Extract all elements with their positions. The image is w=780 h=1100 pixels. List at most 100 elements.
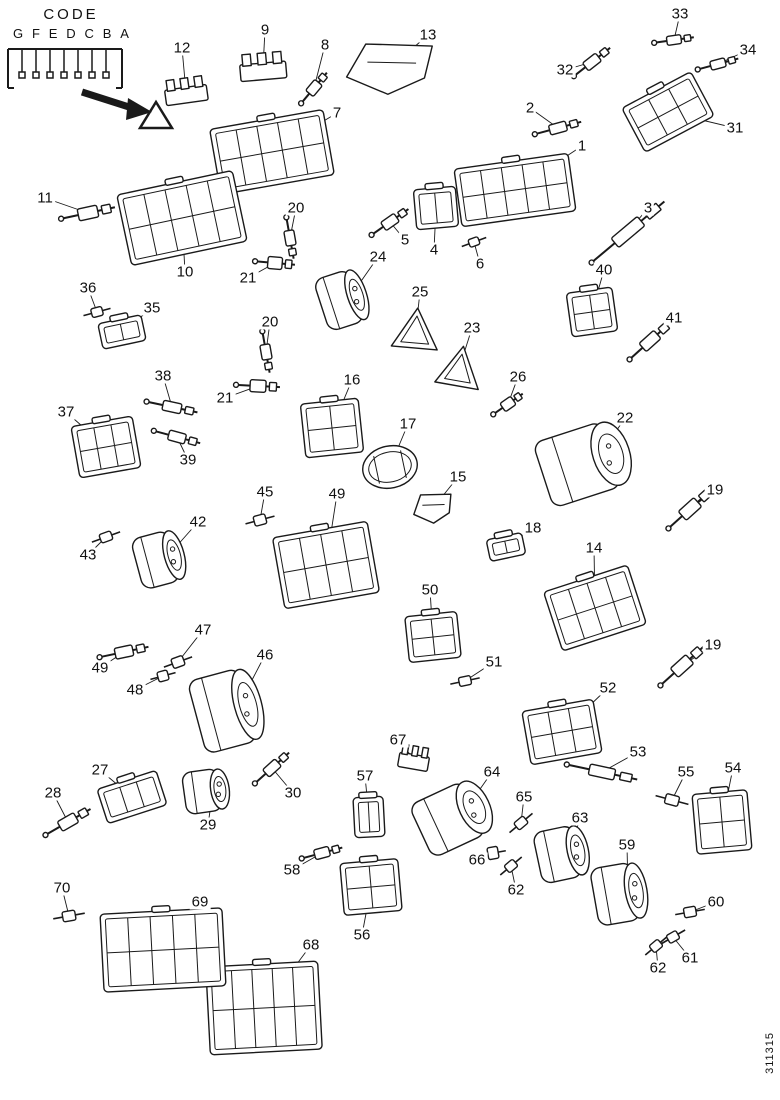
callout-63: 63: [569, 809, 591, 827]
part-43: [91, 530, 121, 544]
callout-49: 49: [326, 485, 348, 503]
callout-26: 26: [507, 368, 529, 386]
callout-59: 59: [616, 836, 638, 854]
part-15: [413, 493, 452, 524]
callout-49: 49: [89, 659, 111, 677]
part-49: [96, 643, 149, 661]
part-62: [499, 856, 523, 876]
part-68: [205, 957, 323, 1056]
callout-69: 69: [189, 893, 211, 911]
part-65: [508, 812, 534, 834]
callout-67: 67: [387, 731, 409, 749]
part-2: [531, 118, 582, 138]
callout-35: 35: [141, 299, 163, 317]
part-26: [490, 392, 524, 418]
part-13: [345, 43, 433, 95]
part-39: [150, 427, 201, 447]
callout-64: 64: [481, 763, 503, 781]
part-14: [543, 565, 647, 651]
part-41: [626, 321, 672, 363]
callout-53: 53: [627, 743, 649, 761]
part-10: [116, 170, 248, 266]
callout-70: 70: [51, 879, 73, 897]
part-62: [644, 936, 668, 956]
part-61: [660, 929, 686, 945]
callout-6: 6: [473, 255, 487, 273]
part-38: [143, 398, 198, 416]
part-34: [694, 55, 739, 73]
part-47: [163, 655, 193, 669]
part-69: [99, 904, 227, 993]
part-32: [570, 47, 611, 80]
part-19: [657, 645, 705, 689]
callout-58: 58: [281, 861, 303, 879]
part-12: [164, 75, 209, 107]
callout-39: 39: [177, 451, 199, 469]
legend-letter: F: [31, 26, 40, 41]
callout-55: 55: [675, 763, 697, 781]
part-21: [251, 255, 296, 271]
callout-65: 65: [513, 788, 535, 806]
callout-10: 10: [174, 263, 196, 281]
callout-23: 23: [461, 319, 483, 337]
callout-31: 31: [724, 119, 746, 137]
callout-21: 21: [237, 269, 259, 287]
part-64: [411, 780, 494, 856]
callout-36: 36: [77, 279, 99, 297]
callout-1: 1: [575, 137, 589, 155]
callout-60: 60: [705, 893, 727, 911]
part-57: [352, 790, 386, 839]
part-66: [480, 845, 506, 861]
callout-4: 4: [427, 241, 441, 259]
legend-title: CODE: [43, 6, 99, 23]
part-28: [42, 807, 92, 839]
part-49: [272, 521, 380, 609]
callout-48: 48: [124, 681, 146, 699]
legend-letter: C: [84, 26, 94, 41]
part-21: [232, 378, 281, 394]
part-58: [298, 844, 343, 862]
callout-13: 13: [417, 26, 439, 44]
part-20: [259, 328, 274, 373]
part-29: [181, 768, 231, 815]
callout-41: 41: [663, 309, 685, 327]
callout-20: 20: [259, 313, 281, 331]
part-31: [622, 72, 714, 152]
legend-comb-teeth: [18, 49, 110, 79]
part-5: [368, 207, 410, 239]
callout-22: 22: [614, 409, 636, 427]
part-63: [533, 825, 591, 884]
legend-letter: E: [48, 26, 58, 41]
callout-14: 14: [583, 539, 605, 557]
callout-46: 46: [254, 646, 276, 664]
callout-29: 29: [197, 816, 219, 834]
callout-42: 42: [187, 513, 209, 531]
part-24: [315, 269, 370, 331]
triangle-marker-icon: [137, 99, 175, 130]
legend-letter: A: [120, 26, 129, 41]
legend-connector-drawing: [7, 48, 175, 130]
legend-letter: D: [66, 26, 76, 41]
callout-62: 62: [647, 959, 669, 977]
callout-62: 62: [505, 881, 527, 899]
part-56: [339, 854, 403, 916]
callout-17: 17: [397, 415, 419, 433]
part-50: [404, 607, 462, 663]
part-27: [97, 770, 167, 824]
part-16: [300, 394, 364, 459]
callout-40: 40: [593, 261, 615, 279]
callout-12: 12: [171, 39, 193, 57]
part-48: [150, 669, 176, 683]
callout-15: 15: [447, 468, 469, 486]
callout-45: 45: [254, 483, 276, 501]
callout-61: 61: [679, 949, 701, 967]
callout-9: 9: [258, 21, 272, 39]
part-45: [245, 513, 275, 527]
part-22: [534, 421, 633, 507]
callout-54: 54: [722, 759, 744, 777]
callout-11: 11: [35, 189, 55, 207]
part-25: [390, 307, 438, 351]
callout-8: 8: [318, 36, 332, 54]
